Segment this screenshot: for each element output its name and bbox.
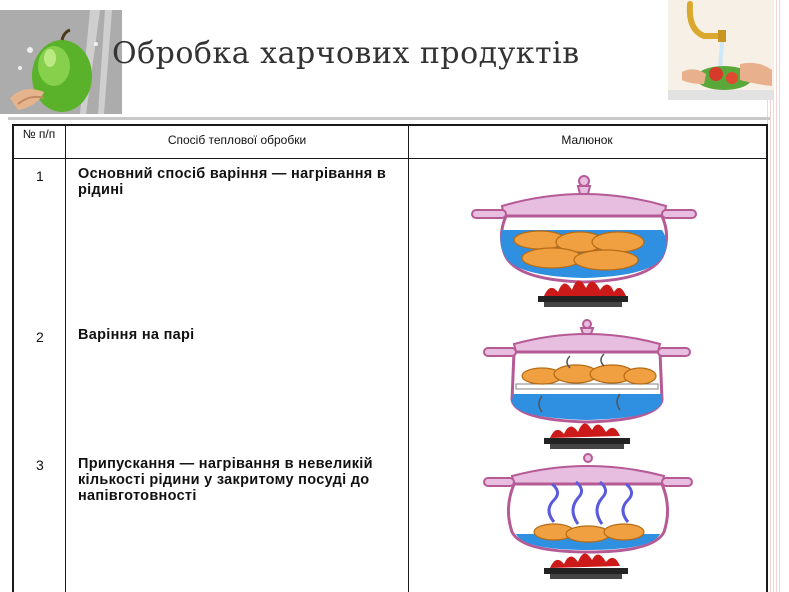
header-divider bbox=[12, 158, 768, 159]
table-border-right bbox=[766, 124, 768, 592]
row-1-method: Основний спосіб варіння — нагрівання в р… bbox=[78, 166, 387, 198]
header-method: Спосіб теплової обробки bbox=[167, 133, 307, 147]
page-title: Обробка харчових продуктів bbox=[112, 36, 580, 71]
boiling-pot-illustration bbox=[471, 175, 697, 307]
header-num: № п/п bbox=[22, 127, 56, 141]
column-divider-method bbox=[408, 124, 409, 592]
title-divider bbox=[8, 117, 770, 120]
row-3-method: Припускання — нагрівання в невеликій кіл… bbox=[78, 456, 373, 504]
apple-photo bbox=[0, 10, 122, 114]
steaming-pot-illustration bbox=[483, 319, 691, 449]
decorative-stripe bbox=[767, 0, 781, 592]
table-border-left bbox=[12, 124, 14, 592]
table-border-top bbox=[12, 124, 768, 126]
row-2-number: 2 bbox=[36, 329, 44, 345]
column-divider-num bbox=[65, 124, 66, 592]
heat-treatment-table: № п/п Спосіб теплової обробки Малюнок 1 … bbox=[12, 124, 768, 592]
row-2-method: Варіння на парі bbox=[78, 327, 195, 343]
row-3-number: 3 bbox=[36, 457, 44, 473]
vegetable-washing-photo bbox=[668, 0, 774, 100]
row-1-number: 1 bbox=[36, 168, 44, 184]
header-picture: Малюнок bbox=[561, 133, 613, 147]
poaching-pot-illustration bbox=[483, 453, 693, 579]
